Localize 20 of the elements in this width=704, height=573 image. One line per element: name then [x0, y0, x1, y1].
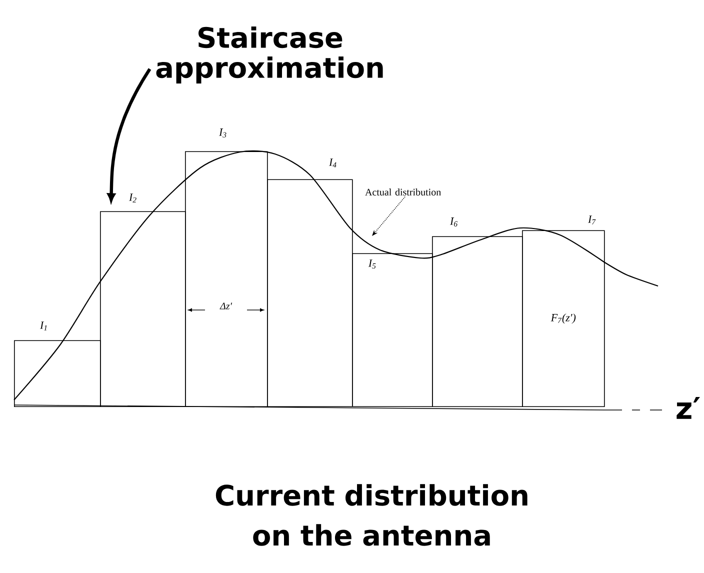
- handwritten-annotation: Staircase approximation: [156, 26, 383, 84]
- annotation-text: Actual distribution: [365, 188, 441, 196]
- step-bar: [432, 236, 523, 407]
- current-label: I$_{7}$: [587, 214, 598, 226]
- arrow: [107, 68, 152, 202]
- step-bar: [100, 211, 186, 407]
- current-label: I$_{3}$: [218, 128, 228, 138]
- axis-label: z′: [676, 397, 700, 419]
- step-bar: [185, 151, 268, 407]
- dimension-label: Δz′: [220, 302, 232, 310]
- caption: Current distribution on the antenna: [216, 484, 528, 546]
- step-bar: F$_{7}$(z′): [522, 230, 605, 407]
- current-label: I$_{6}$: [449, 216, 459, 228]
- current-label: I$_{1}$: [39, 320, 49, 332]
- step-bar: I$_{5}$: [352, 253, 433, 407]
- step-bar: [267, 179, 353, 407]
- current-label: I$_{4}$: [328, 158, 338, 168]
- leader-line: [372, 196, 406, 236]
- step-bar: [14, 340, 101, 407]
- current-label: I$_{2}$: [128, 192, 138, 204]
